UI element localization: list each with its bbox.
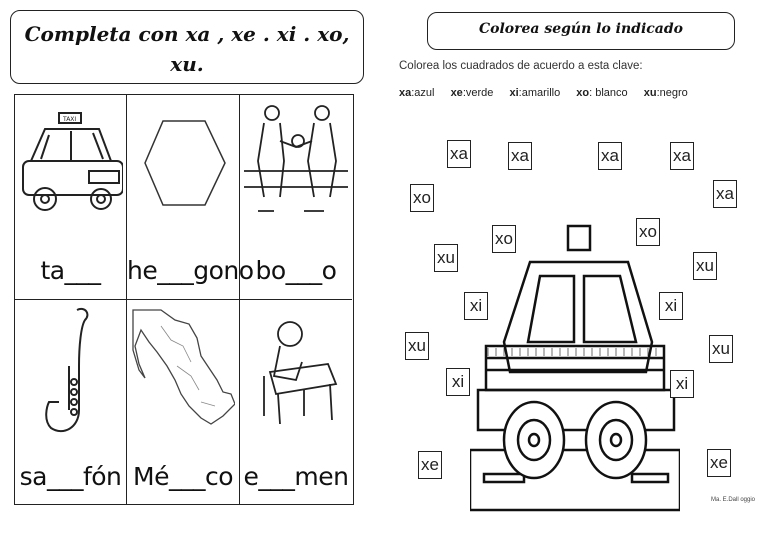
taxi-drawing-icon <box>470 224 680 512</box>
word-mexico: Mé___co <box>133 462 234 491</box>
square-6[interactable]: xa <box>713 180 737 208</box>
square-8[interactable]: xo <box>636 218 660 246</box>
key-xu: xu:negro <box>643 87 688 99</box>
taxi-icon: TAXI <box>22 112 123 211</box>
key-xo: xo: blanco <box>576 87 628 99</box>
saxophone-icon <box>45 308 89 433</box>
exam-student-icon <box>263 321 338 425</box>
square-15[interactable]: xi <box>446 368 470 396</box>
square-2[interactable]: xa <box>508 142 532 170</box>
square-3[interactable]: xa <box>598 142 622 170</box>
cell-saxophone: sa___fón <box>15 300 127 505</box>
boxing-icon <box>244 105 348 212</box>
square-10[interactable]: xu <box>693 252 717 280</box>
square-5[interactable]: xo <box>410 184 434 212</box>
key-xi: xi:amarillo <box>509 87 561 99</box>
square-18[interactable]: xe <box>707 449 731 477</box>
word-hexagon: he___gono <box>127 256 254 285</box>
square-1[interactable]: xa <box>447 140 471 168</box>
square-17[interactable]: xe <box>418 451 442 479</box>
square-9[interactable]: xu <box>434 244 458 272</box>
word-grid: TAXI ta___ he___gono bo___o <box>14 94 354 505</box>
word-boxing: bo___o <box>255 256 337 285</box>
mexico-map-icon <box>132 309 235 425</box>
cell-taxi: TAXI ta___ <box>15 95 127 300</box>
word-saxophone: sa___fón <box>19 462 122 491</box>
square-16[interactable]: xi <box>670 370 694 398</box>
right-title-box: Colorea según lo indicado <box>427 12 735 50</box>
square-4[interactable]: xa <box>670 142 694 170</box>
square-12[interactable]: xi <box>659 292 683 320</box>
cell-exam: e___men <box>240 300 352 505</box>
cell-hexagon: he___gono <box>127 95 254 300</box>
square-7[interactable]: xo <box>492 225 516 253</box>
cell-mexico: Mé___co <box>127 300 240 505</box>
key-xe: xe:verde <box>450 87 494 99</box>
left-title: Completa con xa , xe . xi . xo, xu. <box>24 22 350 76</box>
hexagon-icon <box>144 120 226 206</box>
word-exam: e___men <box>243 462 349 491</box>
left-title-box: Completa con xa , xe . xi . xo, xu. <box>10 10 364 84</box>
square-13[interactable]: xu <box>405 332 429 360</box>
right-title: Colorea según lo indicado <box>478 21 684 37</box>
key-xa: xa:azul <box>399 87 435 99</box>
color-key: xa:azul xe:verde xi:amarillo xo: blanco … <box>399 87 701 99</box>
cell-boxing: bo___o <box>240 95 352 300</box>
credit-text: Ma. E.Dall oggio <box>711 497 756 503</box>
svg-text:TAXI: TAXI <box>62 116 76 123</box>
square-14[interactable]: xu <box>709 335 733 363</box>
word-taxi: ta___ <box>40 256 101 285</box>
instruction-text: Colorea los cuadrados de acuerdo a esta … <box>399 60 643 72</box>
square-11[interactable]: xi <box>464 292 488 320</box>
